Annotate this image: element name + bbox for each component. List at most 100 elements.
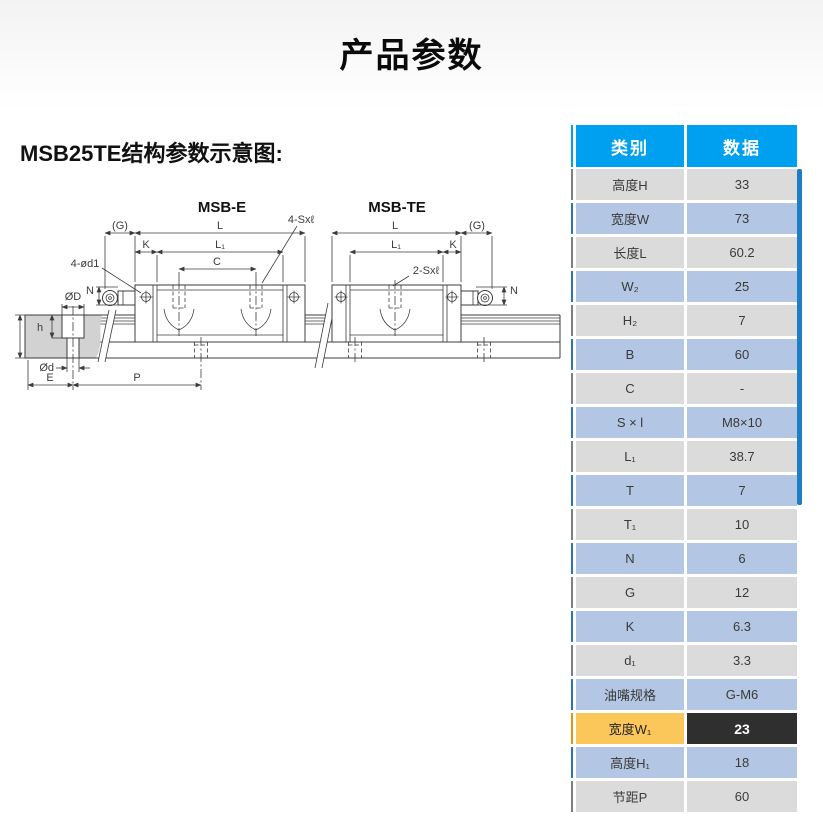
dim-label-l1-right: L₁ — [391, 239, 401, 251]
dim-label-diaD: ØD — [65, 291, 82, 303]
row-value: 25 — [687, 271, 797, 302]
dimensions-msb-e: (G) L K L₁ C 4-Sxℓ 4-ød1 N — [71, 214, 315, 306]
row-label: K — [576, 611, 684, 642]
dim-label-l-right: L — [392, 220, 398, 232]
row-value: 60 — [687, 339, 797, 370]
row-value: 12 — [687, 577, 797, 608]
table-row: B 60 — [571, 339, 802, 370]
row-label: 宽度W₁ — [576, 713, 684, 744]
dimensions-msb-te: L (G) L₁ K 2-Sxℓ N — [331, 220, 518, 306]
row-accent-strip — [571, 713, 573, 744]
table-row: 宽度W 73 — [571, 203, 802, 234]
row-value: 7 — [687, 305, 797, 336]
rail-break-marks — [97, 302, 336, 369]
table-row: G 12 — [571, 577, 802, 608]
dim-label-e: E — [46, 372, 53, 384]
rail-mounting-holes — [194, 337, 491, 390]
row-accent-strip — [571, 611, 573, 642]
row-label: W₂ — [576, 271, 684, 302]
header-data: 数据 — [687, 125, 797, 167]
row-label: 高度H₁ — [576, 747, 684, 778]
row-value: 23 — [687, 713, 797, 744]
table-row: 长度L 60.2 — [571, 237, 802, 268]
row-accent-strip — [571, 509, 573, 540]
row-accent-strip — [571, 475, 573, 506]
dim-label-g-left: (G) — [112, 220, 128, 232]
row-value: 38.7 — [687, 441, 797, 472]
dim-label-h: h — [37, 322, 43, 334]
table-row: T₁ 10 — [571, 509, 802, 540]
row-value: 33 — [687, 169, 797, 200]
table-row: 油嘴规格 G-M6 — [571, 679, 802, 710]
row-label: C — [576, 373, 684, 404]
row-label: 节距P — [576, 781, 684, 812]
row-value: 73 — [687, 203, 797, 234]
row-accent-strip — [571, 577, 573, 608]
row-label: B — [576, 339, 684, 370]
row-value: M8×10 — [687, 407, 797, 438]
row-accent-strip — [571, 373, 573, 404]
dim-label-4od1: 4-ød1 — [71, 258, 100, 270]
dim-label-l1-left: L₁ — [215, 239, 225, 251]
table-row: H₂ 7 — [571, 305, 802, 336]
dim-label-g-right: (G) — [469, 220, 485, 232]
table-row: 高度H 33 — [571, 169, 802, 200]
dim-label-4sxl: 4-Sxℓ — [288, 214, 315, 226]
row-accent-strip — [571, 543, 573, 574]
dim-label-k-left: K — [142, 239, 150, 251]
parameter-table: 类别 数据 高度H 33 宽度W 73 长度L 60.2 W₂ 25 H₂ — [571, 125, 802, 815]
row-label: N — [576, 543, 684, 574]
table-scrollbar-thumb[interactable] — [797, 169, 802, 505]
row-accent-strip — [571, 237, 573, 268]
row-label: T₁ — [576, 509, 684, 540]
parameter-table-body: 高度H 33 宽度W 73 长度L 60.2 W₂ 25 H₂ 7 B — [571, 169, 802, 812]
table-row: N 6 — [571, 543, 802, 574]
row-label: 宽度W — [576, 203, 684, 234]
dimensions-cross-section: ØD h Ød E P — [15, 291, 202, 390]
row-accent-strip — [571, 305, 573, 336]
row-value: 60.2 — [687, 237, 797, 268]
dim-label-diad: Ød — [39, 362, 54, 374]
diagram-subtitle: MSB25TE结构参数示意图: — [20, 141, 283, 166]
dim-label-n-right: N — [510, 285, 518, 297]
row-label: G — [576, 577, 684, 608]
msb-te-block — [331, 280, 462, 343]
row-accent-strip — [571, 339, 573, 370]
dim-label-l-left: L — [217, 220, 223, 232]
row-label: S × l — [576, 407, 684, 438]
row-label: 高度H — [576, 169, 684, 200]
row-value: 18 — [687, 747, 797, 778]
row-label: H₂ — [576, 305, 684, 336]
dim-label-n-left: N — [86, 285, 94, 297]
msb-e-block — [134, 280, 306, 343]
row-label: 长度L — [576, 237, 684, 268]
row-label: 油嘴规格 — [576, 679, 684, 710]
dim-label-c: C — [213, 256, 221, 268]
table-row: 宽度W₁ 23 — [571, 713, 802, 744]
row-accent-strip — [571, 679, 573, 710]
row-accent-strip — [571, 169, 573, 200]
row-accent-strip — [571, 781, 573, 812]
row-value: 7 — [687, 475, 797, 506]
table-row: 高度H₁ 18 — [571, 747, 802, 778]
row-label: L₁ — [576, 441, 684, 472]
table-row: T 7 — [571, 475, 802, 506]
header-accent-strip — [571, 125, 573, 167]
row-value: 60 — [687, 781, 797, 812]
row-accent-strip — [571, 441, 573, 472]
row-accent-strip — [571, 271, 573, 302]
header-category: 类别 — [576, 125, 684, 167]
table-row: S × l M8×10 — [571, 407, 802, 438]
table-row: W₂ 25 — [571, 271, 802, 302]
row-value: 3.3 — [687, 645, 797, 676]
row-value: 6.3 — [687, 611, 797, 642]
table-row: L₁ 38.7 — [571, 441, 802, 472]
table-header-row: 类别 数据 — [571, 125, 802, 167]
row-value: 10 — [687, 509, 797, 540]
row-accent-strip — [571, 203, 573, 234]
row-accent-strip — [571, 747, 573, 778]
view-title-msb-te: MSB-TE — [368, 199, 426, 216]
row-value: 6 — [687, 543, 797, 574]
structure-diagram: MSB-E MSB-TE (G) L K L₁ C 4-Sxℓ 4-ød1 N — [15, 199, 561, 390]
